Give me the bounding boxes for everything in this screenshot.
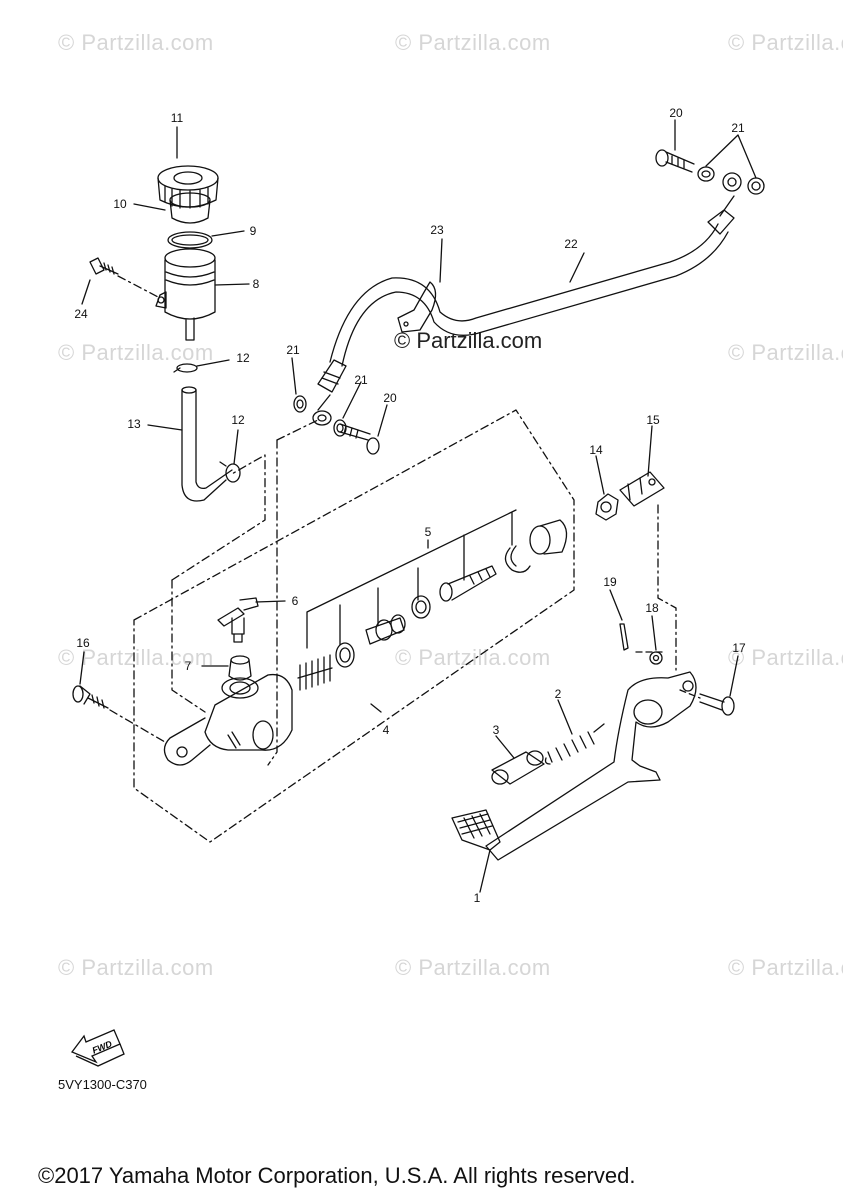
callout-21-mid: 21	[354, 373, 368, 387]
reservoir-hose	[181, 386, 233, 502]
hose-clip-top	[173, 363, 198, 373]
callout-21-left: 21	[286, 343, 300, 357]
union-bolt-upper	[655, 149, 695, 173]
lock-nut	[595, 493, 619, 521]
cylinder-cup	[335, 642, 355, 668]
hose-clip-bottom	[219, 461, 241, 483]
callout-5: 5	[425, 525, 432, 539]
copyright-notice: ©2017 Yamaha Motor Corporation, U.S.A. A…	[38, 1163, 636, 1188]
circlip	[504, 545, 531, 573]
cylinder-piston	[365, 614, 406, 645]
pedal-sleeve	[491, 750, 545, 785]
push-rod	[439, 565, 497, 602]
master-cylinder-body	[163, 673, 293, 766]
callout-12-top: 12	[236, 351, 250, 365]
copper-washer	[333, 419, 347, 437]
fwd-arrow-icon: FWD	[70, 1029, 125, 1067]
watermark: © Partzilla.com	[58, 955, 214, 980]
grommet	[228, 655, 252, 681]
callout-21-upper: 21	[731, 121, 745, 135]
watermark: © Partzilla.com	[58, 340, 214, 365]
watermark: © Partzilla.com	[728, 955, 843, 980]
callout-18: 18	[645, 601, 659, 615]
cylinder-spring	[297, 654, 333, 691]
watermark-main: © Partzilla.com	[394, 328, 543, 353]
diagram-code: 5VY1300-C370	[58, 1077, 147, 1092]
watermark: © Partzilla.com	[728, 340, 843, 365]
callout-9: 9	[250, 224, 257, 238]
watermark: © Partzilla.com	[58, 30, 214, 55]
callout-23: 23	[430, 223, 444, 237]
reservoir-cap	[157, 165, 219, 209]
plain-washer	[649, 651, 663, 665]
piston-seal	[411, 595, 431, 619]
watermark: © Partzilla.com	[395, 645, 551, 670]
callout-24: 24	[74, 307, 88, 321]
watermark: © Partzilla.com	[395, 30, 551, 55]
watermark: © Partzilla.com	[728, 645, 843, 670]
callout-19: 19	[603, 575, 617, 589]
return-spring	[544, 723, 605, 765]
callout-17: 17	[732, 641, 746, 655]
callout-1: 1	[474, 891, 481, 905]
copper-washer	[293, 395, 307, 413]
callout-7: 7	[185, 659, 192, 673]
cotter-pin	[619, 623, 629, 651]
dust-boot	[529, 519, 568, 555]
callout-11: 11	[171, 111, 184, 125]
callout-12-bottom: 12	[231, 413, 245, 427]
clevis-pin	[699, 693, 735, 716]
reservoir-tank	[155, 248, 216, 341]
reservoir-diaphragm-ring	[167, 231, 213, 249]
callout-6: 6	[292, 594, 299, 608]
bolt-16	[72, 685, 109, 709]
callout-10: 10	[113, 197, 127, 211]
watermark: © Partzilla.com	[728, 30, 843, 55]
callout-20-upper: 20	[669, 106, 683, 120]
brake-hose	[312, 172, 742, 426]
callout-13: 13	[127, 417, 141, 431]
hose-joint	[217, 597, 259, 643]
clevis	[619, 471, 665, 507]
callout-4: 4	[383, 723, 390, 737]
callout-2: 2	[555, 687, 562, 701]
callout-22: 22	[564, 237, 578, 251]
callout-20-lower: 20	[383, 391, 397, 405]
hose-guide	[397, 281, 437, 333]
callout-16: 16	[76, 636, 90, 650]
callout-3: 3	[493, 723, 500, 737]
watermark: © Partzilla.com	[395, 955, 551, 980]
copper-washer	[747, 177, 765, 195]
callout-8: 8	[253, 277, 260, 291]
callout-14: 14	[589, 443, 603, 457]
callout-15: 15	[646, 413, 660, 427]
brake-pedal	[451, 671, 697, 861]
copper-washer	[697, 166, 715, 182]
bolt-24	[89, 257, 119, 275]
